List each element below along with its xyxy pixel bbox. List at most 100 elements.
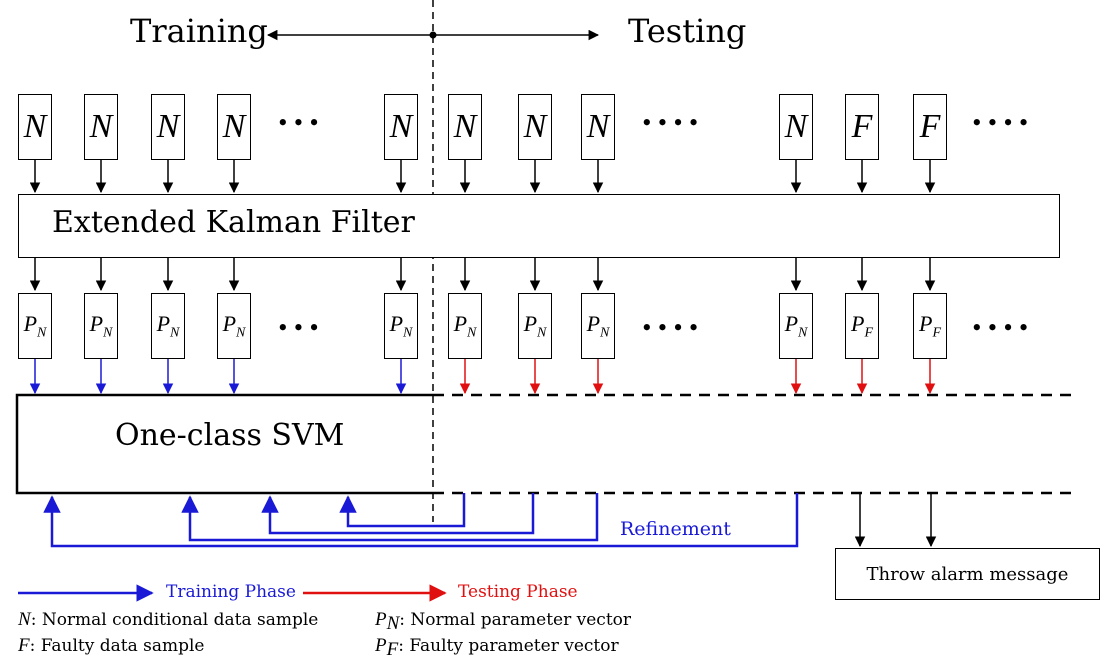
data-sample-symbol: N bbox=[586, 108, 610, 145]
legend-pf-sub: F bbox=[386, 639, 399, 661]
parameter-vector-symbol: PN bbox=[524, 311, 547, 341]
phase-divider-dot bbox=[429, 31, 437, 39]
parameter-vector-box: PN bbox=[581, 293, 615, 359]
parameter-subscript: N bbox=[600, 325, 610, 341]
legend-pf: PF: Faulty parameter vector bbox=[375, 635, 619, 661]
parameter-symbol: P bbox=[918, 310, 933, 336]
parameter-symbol: P bbox=[23, 310, 38, 336]
training-header: Training bbox=[130, 12, 268, 50]
parameter-vector-symbol: PN bbox=[90, 311, 113, 341]
ellipsis-train-param: • • • bbox=[278, 313, 319, 342]
data-sample-box: N bbox=[384, 94, 418, 160]
ekf-label: Extended Kalman Filter bbox=[52, 205, 415, 240]
data-sample-box: N bbox=[84, 94, 118, 160]
legend-f-symbol: F bbox=[18, 635, 30, 656]
parameter-symbol: P bbox=[784, 310, 799, 336]
data-sample-box: N bbox=[448, 94, 482, 160]
parameter-subscript: N bbox=[236, 325, 246, 341]
data-sample-symbol: N bbox=[453, 108, 477, 145]
data-sample-symbol: N bbox=[523, 108, 547, 145]
parameter-symbol: P bbox=[389, 310, 404, 336]
data-sample-symbol: N bbox=[784, 108, 808, 145]
data-sample-symbol: F bbox=[851, 108, 873, 145]
parameter-vector-symbol: PN bbox=[390, 311, 413, 341]
parameter-symbol: P bbox=[850, 310, 865, 336]
legend-pn: PN: Normal parameter vector bbox=[375, 609, 631, 635]
parameter-subscript: N bbox=[467, 325, 477, 341]
parameter-vector-box: PN bbox=[384, 293, 418, 359]
data-sample-box: N bbox=[217, 94, 251, 160]
parameter-vector-box: PF bbox=[913, 293, 947, 359]
parameter-vector-symbol: PN bbox=[785, 311, 808, 341]
legend-testing-label: Testing Phase bbox=[458, 582, 578, 602]
data-sample-symbol: F bbox=[919, 108, 941, 145]
data-sample-symbol: N bbox=[23, 108, 47, 145]
parameter-subscript: F bbox=[932, 325, 941, 341]
parameter-vector-symbol: PN bbox=[454, 311, 477, 341]
parameter-subscript: N bbox=[103, 325, 113, 341]
data-sample-symbol: N bbox=[389, 108, 413, 145]
data-sample-box: N bbox=[151, 94, 185, 160]
data-sample-box: N bbox=[18, 94, 52, 160]
legend-n: N: Normal conditional data sample bbox=[18, 609, 318, 631]
data-sample-box: N bbox=[518, 94, 552, 160]
parameter-subscript: N bbox=[170, 325, 180, 341]
parameter-symbol: P bbox=[89, 310, 104, 336]
legend-n-desc: : Normal conditional data sample bbox=[30, 610, 319, 630]
ellipsis-test-top: • • • • bbox=[642, 108, 698, 137]
parameter-subscript: N bbox=[37, 325, 47, 341]
parameter-vector-box: PF bbox=[845, 293, 879, 359]
parameter-subscript: F bbox=[864, 325, 873, 341]
alarm-label: Throw alarm message bbox=[866, 563, 1069, 585]
parameter-symbol: P bbox=[586, 310, 601, 336]
refinement-loop-2 bbox=[261, 493, 535, 535]
refinement-loop-3 bbox=[181, 493, 599, 542]
parameter-vector-symbol: PN bbox=[157, 311, 180, 341]
data-sample-symbol: N bbox=[156, 108, 180, 145]
parameter-symbol: P bbox=[453, 310, 468, 336]
legend-pn-desc: : Normal parameter vector bbox=[399, 610, 632, 630]
parameter-symbol: P bbox=[222, 310, 237, 336]
parameter-vector-box: PN bbox=[779, 293, 813, 359]
legend-f: F: Faulty data sample bbox=[18, 635, 205, 657]
data-sample-box: F bbox=[845, 94, 879, 160]
parameter-vector-box: PN bbox=[448, 293, 482, 359]
parameter-vector-symbol: PN bbox=[587, 311, 610, 341]
parameter-subscript: N bbox=[403, 325, 413, 341]
parameter-vector-box: PN bbox=[18, 293, 52, 359]
refinement-loop-4 bbox=[43, 493, 799, 548]
ellipsis-test-param: • • • • bbox=[642, 313, 698, 342]
svm-box-solid bbox=[15, 393, 433, 495]
legend-pf-desc: : Faulty parameter vector bbox=[398, 636, 619, 656]
refinement-label: Refinement bbox=[620, 518, 731, 540]
ellipsis-end-top: • • • • bbox=[972, 108, 1028, 137]
parameter-vector-symbol: PN bbox=[223, 311, 246, 341]
parameter-subscript: N bbox=[798, 325, 808, 341]
refinement-loop-1 bbox=[339, 493, 466, 528]
alarm-box: Throw alarm message bbox=[835, 548, 1100, 600]
legend-n-symbol: N bbox=[18, 609, 31, 630]
data-sample-box: F bbox=[913, 94, 947, 160]
legend-training-label: Training Phase bbox=[166, 582, 296, 602]
legend-pf-symbol: P bbox=[375, 635, 387, 656]
parameter-vector-box: PN bbox=[217, 293, 251, 359]
parameter-vector-symbol: PF bbox=[919, 311, 941, 341]
legend-pn-sub: N bbox=[386, 613, 400, 635]
parameter-vector-symbol: PF bbox=[851, 311, 873, 341]
legend-f-desc: : Faulty data sample bbox=[29, 636, 205, 656]
svm-label: One-class SVM bbox=[115, 418, 345, 453]
data-sample-symbol: N bbox=[89, 108, 113, 145]
parameter-vector-box: PN bbox=[84, 293, 118, 359]
parameter-symbol: P bbox=[156, 310, 171, 336]
parameter-subscript: N bbox=[537, 325, 547, 341]
testing-header: Testing bbox=[628, 12, 747, 50]
data-sample-symbol: N bbox=[222, 108, 246, 145]
parameter-vector-box: PN bbox=[151, 293, 185, 359]
parameter-symbol: P bbox=[523, 310, 538, 336]
data-sample-box: N bbox=[581, 94, 615, 160]
ekf-box bbox=[18, 194, 1060, 258]
data-sample-box: N bbox=[779, 94, 813, 160]
ellipsis-end-param: • • • • bbox=[972, 313, 1028, 342]
